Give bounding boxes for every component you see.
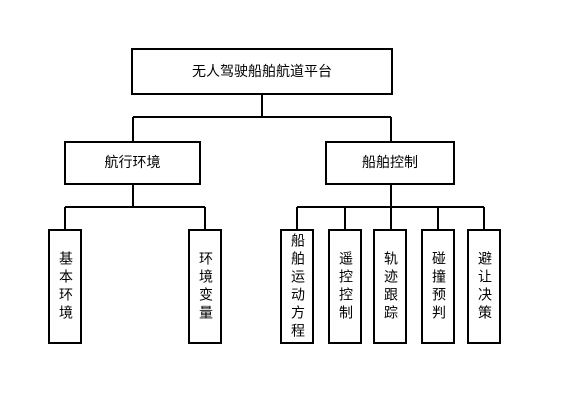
basic-environment-label: 基本环境 <box>57 250 73 323</box>
root-label: 无人驾驶船舶航道平台 <box>192 63 332 80</box>
trajectory-tracking-label: 轨迹跟踪 <box>382 250 398 323</box>
ship-motion-equation-label: 船舶运动方程 <box>289 232 305 341</box>
ship-control-node: 船舶控制 <box>325 141 455 185</box>
avoidance-decision-label: 避让决策 <box>476 250 492 323</box>
environment-variables-node: 环境变量 <box>188 229 222 344</box>
remote-control-node: 遥控控制 <box>328 229 362 344</box>
ship-motion-equation-node: 船舶运动方程 <box>280 229 314 344</box>
remote-control-label: 遥控控制 <box>337 250 353 323</box>
collision-prediction-label: 碰撞预判 <box>430 250 446 323</box>
environment-variables-label: 环境变量 <box>197 250 213 323</box>
root-node: 无人驾驶船舶航道平台 <box>131 48 393 95</box>
nav-environment-label: 航行环境 <box>104 155 161 171</box>
basic-environment-node: 基本环境 <box>48 229 82 344</box>
trajectory-tracking-node: 轨迹跟踪 <box>373 229 407 344</box>
collision-prediction-node: 碰撞预判 <box>421 229 455 344</box>
nav-environment-node: 航行环境 <box>64 141 201 185</box>
avoidance-decision-node: 避让决策 <box>467 229 501 344</box>
ship-control-label: 船舶控制 <box>362 155 418 171</box>
